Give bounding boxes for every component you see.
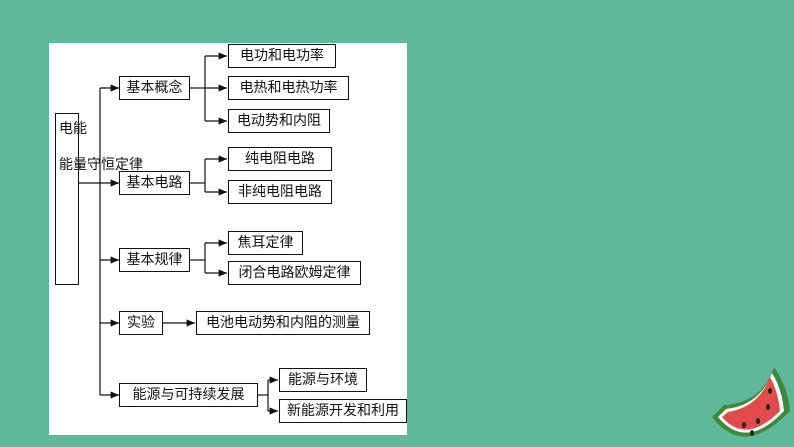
node-basic-concepts: 基本概念 [119,76,190,100]
leaf-energy-environment: 能源与环境 [279,368,367,392]
node-experiment: 实验 [119,311,163,335]
node-basic-laws: 基本规律 [119,248,190,272]
node-energy-sustainability: 能源与可持续发展 [119,383,258,407]
leaf-electric-work-power: 电功和电功率 [228,44,336,68]
watermelon-slice-icon [712,367,790,437]
leaf-emf-internal-resistance: 电动势和内阻 [228,109,330,133]
leaf-non-pure-resistive-circuit: 非纯电阻电路 [228,180,332,204]
root-line-1: 电能 [59,121,87,137]
leaf-new-energy-development: 新能源开发和利用 [279,399,407,423]
leaf-pure-resistive-circuit: 纯电阻电路 [228,147,332,171]
root-line-2: 能量守恒定律 [59,158,143,173]
leaf-battery-emf-measurement: 电池电动势和内阻的测量 [196,311,370,335]
leaf-electric-heat-power: 电热和电热功率 [228,76,349,100]
leaf-joule-law: 焦耳定律 [228,231,303,255]
node-basic-circuits: 基本电路 [119,171,190,195]
root-node: 电能 能量守恒定律 [55,113,143,285]
leaf-closed-circuit-ohm-law: 闭合电路欧姆定律 [228,261,361,285]
